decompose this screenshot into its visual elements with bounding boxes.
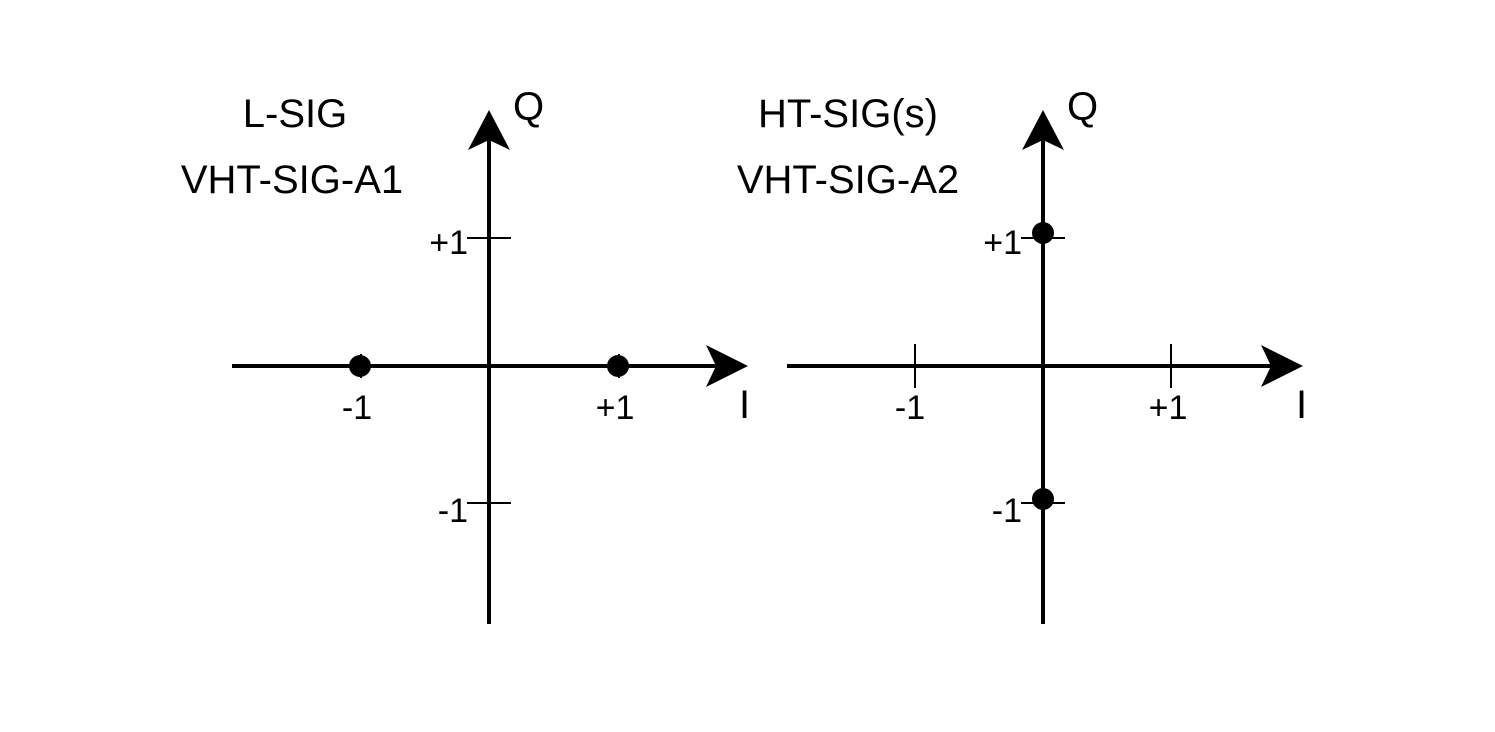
left-i-axis-arrow <box>706 345 748 387</box>
left-title-line-1: L-SIG <box>243 92 347 136</box>
right-y-tick-label-pos1: +1 <box>983 224 1022 262</box>
left-x-tick-label-pos1: +1 <box>596 389 635 427</box>
right-constellation: HT-SIG(s) VHT-SIG-A2 Q I -1 +1 +1 -1 <box>737 85 1307 624</box>
left-y-tick-label-neg1: -1 <box>438 492 468 530</box>
left-title-line-2: VHT-SIG-A1 <box>181 158 403 202</box>
right-q-axis-arrow <box>1022 110 1064 150</box>
right-i-axis-arrow <box>1261 345 1303 387</box>
left-q-axis-label: Q <box>513 85 544 129</box>
left-x-tick-label-neg1: -1 <box>342 389 372 427</box>
right-q-axis-label: Q <box>1067 85 1098 129</box>
left-y-tick-label-pos1: +1 <box>429 224 468 262</box>
left-i-axis-label: I <box>739 383 750 427</box>
right-title-line-1: HT-SIG(s) <box>758 92 938 136</box>
right-constellation-point-1 <box>1032 222 1054 244</box>
left-constellation-points <box>349 355 629 377</box>
right-constellation-points <box>1032 222 1054 510</box>
right-i-axis-label: I <box>1296 383 1307 427</box>
left-constellation-point-2 <box>607 355 629 377</box>
left-constellation-point-1 <box>349 355 371 377</box>
right-constellation-point-2 <box>1032 488 1054 510</box>
right-x-tick-label-pos1: +1 <box>1149 389 1188 427</box>
right-title-line-2: VHT-SIG-A2 <box>737 158 959 202</box>
left-q-axis-arrow <box>468 110 510 150</box>
right-y-tick-label-neg1: -1 <box>992 492 1022 530</box>
right-x-tick-label-neg1: -1 <box>895 389 925 427</box>
left-constellation: L-SIG VHT-SIG-A1 Q I -1 +1 +1 -1 <box>181 85 750 624</box>
